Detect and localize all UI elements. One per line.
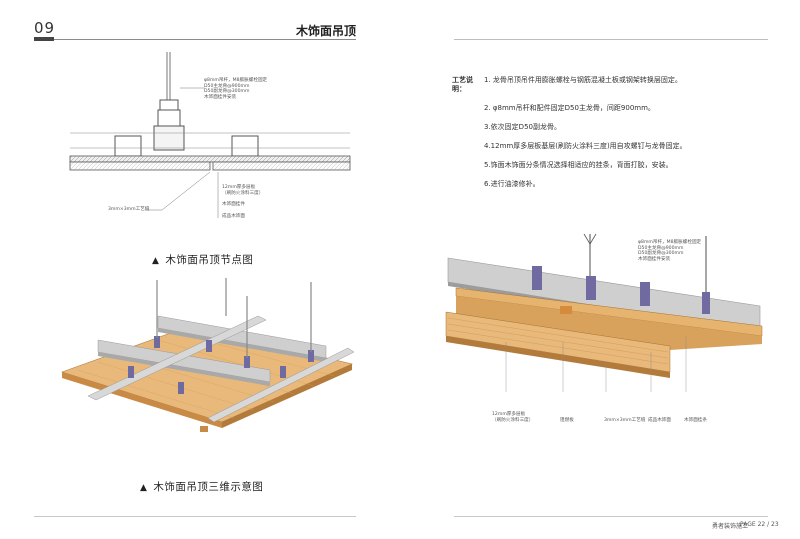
notes-label: 工艺说明： [452, 76, 473, 93]
caption-3d-drawing: ▲ 木饰面吊顶三维示意图 [140, 479, 263, 494]
header-divider [34, 39, 356, 40]
caption-text: 木饰面吊顶三维示意图 [153, 481, 264, 493]
note-item: 6.进行油漆修补。 [484, 180, 540, 188]
annotation-line: 成品木饰面 [222, 213, 245, 219]
section-title: 木饰面吊顶 [295, 24, 356, 38]
note-item: 5.饰面木饰面分条情况选择相适应的挂条，背面打胶，安装。 [484, 161, 673, 169]
node-annotation-bottom: 12mm厚多层板 （刷防火涂料三度） 木饰面挂件 成品木饰面 [222, 185, 263, 219]
annotation-line: D50主龙骨@900mm [204, 83, 250, 89]
node-section-drawing [69, 52, 351, 218]
process-notes: 工艺说明： 1. 龙骨吊顶吊件用膨胀螺栓与钢筋混凝土板或钢架转换层固定。 2. … [452, 76, 772, 199]
ceiling-iso-drawing [445, 233, 763, 392]
annotation-line: （刷防火涂料三度） [492, 417, 534, 423]
iso-annotation-gap: 3mm×3mm工艺缝 [604, 418, 646, 423]
annotation-line: 12mm厚多层板 [222, 185, 256, 190]
page-number: 09 [34, 19, 56, 37]
header-accent-bar [34, 37, 54, 41]
caption-text: 木饰面吊顶节点图 [165, 254, 254, 266]
note-item: 4.12mm厚多层板基层(刷防火涂料三度)用自攻螺钉与龙骨固定。 [484, 142, 687, 150]
note-item: 3.依次固定D50副龙骨。 [484, 123, 561, 131]
note-item: 2. φ8mm吊杆和配件固定D50主龙骨，间距900mm。 [484, 104, 655, 112]
annotation-line: φ8mm吊杆，M8膨胀螺栓固定 [204, 78, 268, 83]
node-annotation-side: 3mm×3mm工艺缝 [108, 207, 150, 212]
note-item: 1. 龙骨吊顶吊件用膨胀螺栓与钢筋混凝土板或钢架转换层固定。 [484, 76, 682, 84]
triangle-icon: ▲ [152, 256, 160, 266]
footer-page-number: PAGE 22 / 23 [740, 521, 779, 528]
annotation-line: D50主龙骨@900mm [638, 245, 684, 251]
iso-annotation-finish: 成品木饰面 [648, 418, 671, 423]
annotation-line: （刷防火涂料三度） [222, 190, 264, 196]
iso-annotation-plywood: 12mm厚多层板 （刷防火涂料三度） [492, 412, 533, 423]
iso-annotation-top: φ8mm吊杆，M8膨胀螺栓固定 D50主龙骨@900mm D50副龙骨@300m… [638, 240, 701, 262]
annotation-line: 木饰面挂件安装 [204, 94, 237, 100]
annotation-line: D50副龙骨@300mm [638, 251, 684, 257]
footer-divider [34, 516, 356, 517]
caption-node-drawing: ▲ 木饰面吊顶节点图 [152, 252, 253, 267]
annotation-line: 12mm厚多层板 [492, 412, 526, 417]
annotation-line: D50副龙骨@300mm [204, 89, 250, 95]
iso-annotation-strip: 木饰面挂条 [684, 418, 707, 423]
notes-row-first: 工艺说明： 1. 龙骨吊顶吊件用膨胀螺栓与钢筋混凝土板或钢架转换层固定。 [452, 76, 772, 94]
left-page: 09 木饰面吊顶 φ8mm吊杆，M8膨胀螺栓 [34, 19, 356, 517]
node-annotation-top: φ8mm吊杆，M8膨胀螺栓固定 D50主龙骨@900mm D50副龙骨@300m… [204, 78, 267, 100]
header-divider [454, 39, 768, 40]
iso-annotation-fire-board: 阻燃板 [560, 418, 574, 423]
ceiling-3d-drawing [61, 278, 355, 432]
annotation-line: 木饰面挂件安装 [638, 256, 671, 262]
annotation-line: 木饰面挂件 [222, 202, 245, 208]
right-page: 工艺说明： 1. 龙骨吊顶吊件用膨胀螺栓与钢筋混凝土板或钢架转换层固定。 2. … [400, 0, 800, 539]
footer-divider [454, 516, 768, 517]
triangle-icon: ▲ [140, 483, 148, 493]
annotation-line: φ8mm吊杆，M8膨胀螺栓固定 [638, 240, 702, 245]
footer-brand: 勇者装饰施工 [712, 523, 749, 530]
